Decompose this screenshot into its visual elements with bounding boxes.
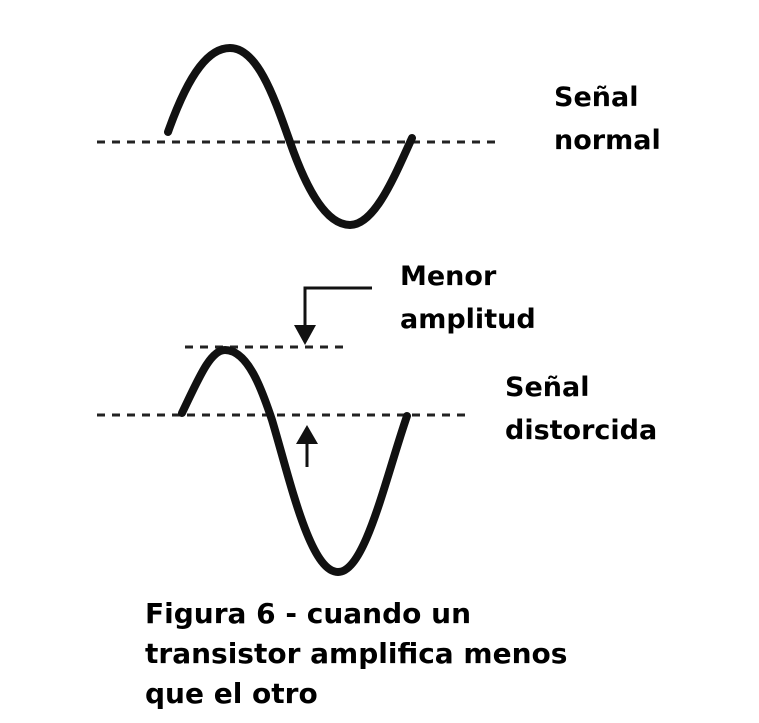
caption-line1: Figura 6 - cuando un (145, 597, 472, 630)
caption-line3: que el otro (145, 677, 318, 710)
distorted-label-line2: distorcida (505, 415, 658, 446)
arrow-up-icon (296, 425, 318, 467)
distorted-signal-label: Señal distorcida (505, 366, 657, 452)
normal-label-line2: normal (554, 125, 661, 156)
normal-signal-label: Señal normal (554, 76, 661, 162)
distorted-label-line1: Señal (505, 372, 590, 403)
lower-amplitude-label: Menor amplitud (400, 255, 536, 341)
menor-label-line1: Menor (400, 261, 497, 292)
menor-label-line2: amplitud (400, 304, 536, 335)
normal-signal-wave (164, 43, 416, 230)
arrow-down-icon (294, 286, 372, 345)
distorted-signal-wave (178, 345, 411, 577)
normal-label-line1: Señal (554, 82, 639, 113)
figure-caption: Figura 6 - cuando un transistor amplific… (145, 594, 567, 714)
caption-line2: transistor amplifica menos (145, 637, 568, 670)
